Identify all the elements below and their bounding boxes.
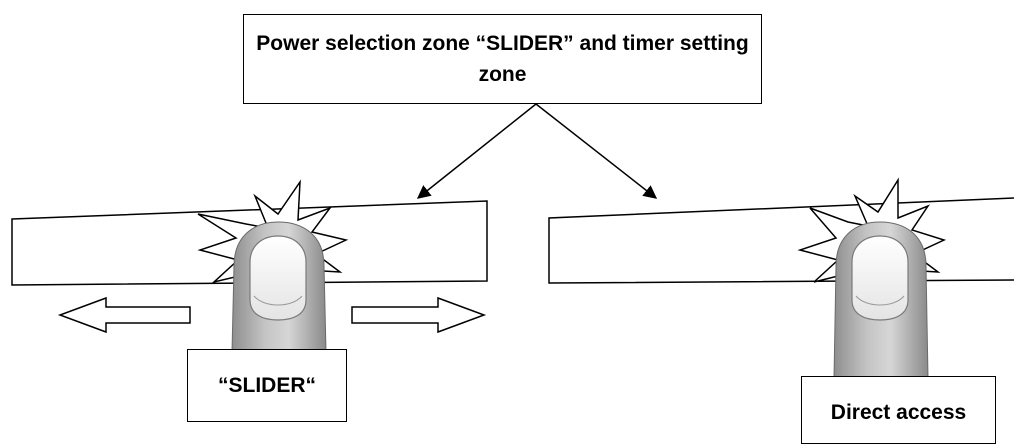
finger-icon-right xyxy=(833,221,929,379)
slider-label: “SLIDER“ xyxy=(217,373,316,397)
title-text: Power selection zone “SLIDER” and timer … xyxy=(256,32,749,86)
right-arrow-icon xyxy=(351,296,487,334)
finger-icon-left xyxy=(231,221,327,353)
title-callout-box: Power selection zone “SLIDER” and timer … xyxy=(243,14,762,104)
direct-access-label: Direct access xyxy=(830,401,967,424)
direct-access-label-box: Direct access xyxy=(801,376,996,444)
left-arrow-icon xyxy=(57,296,191,334)
slider-label-box: “SLIDER“ xyxy=(187,349,347,422)
pointer-line-left xyxy=(416,103,537,199)
pointer-line-right xyxy=(535,103,658,199)
